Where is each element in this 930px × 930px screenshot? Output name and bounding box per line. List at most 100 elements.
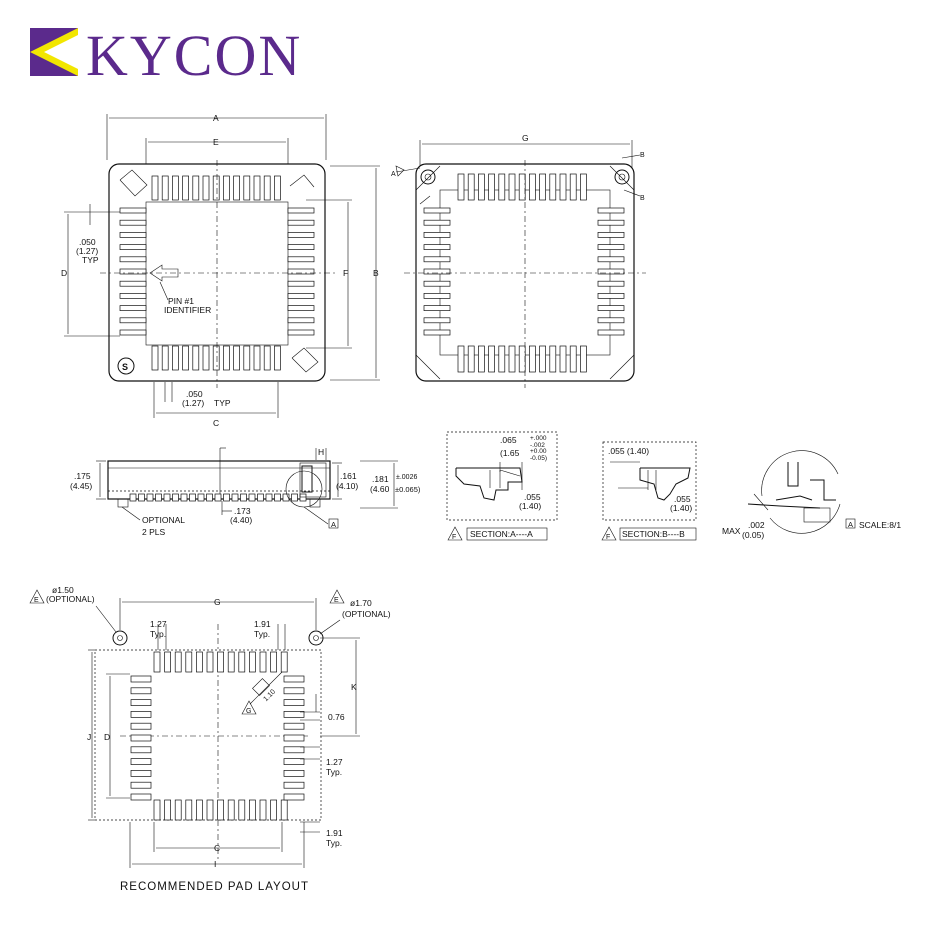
lead-pin (580, 345, 587, 373)
pad-dim-k: K (351, 682, 357, 692)
pad-dim-i: I (214, 859, 216, 869)
lead-pin (223, 493, 230, 502)
lead-pin (287, 244, 315, 250)
solder-pad (196, 651, 203, 673)
solder-pad (130, 675, 152, 683)
sec-a-v1-tol-plus: +.000 (530, 435, 547, 442)
solder-pad (153, 651, 161, 673)
solder-pad (227, 799, 235, 821)
sec-b-v2-in: .055 (674, 494, 691, 504)
pitch2-typ: TYP (214, 398, 231, 408)
solder-pad (283, 722, 305, 730)
lead-pin (597, 293, 625, 299)
height3-tol-mm: ±0.065) (395, 485, 421, 494)
kycon-logo: KYCON (30, 23, 302, 88)
dim-b-label: B (373, 268, 379, 278)
pad-r1: 0.76 (328, 712, 345, 722)
height3-in: .181 (372, 474, 389, 484)
lead-pin (597, 305, 625, 311)
hole-left-opt: (OPTIONAL) (46, 594, 95, 604)
lead-pin (129, 493, 137, 502)
pad-r2-typ: Typ. (326, 767, 342, 777)
section-a-marker: A (391, 171, 396, 178)
lead-pin (202, 345, 210, 371)
lead-pin (498, 345, 506, 373)
height-mm: (4.45) (70, 481, 92, 491)
sec-a-v1-mm-plus: +0.00 (530, 448, 547, 455)
solder-pad (185, 799, 193, 821)
pitch-mm: (1.27) (76, 246, 98, 256)
lead-pin (182, 345, 189, 371)
hole-left-flag: E (34, 597, 39, 604)
solder-pad (130, 711, 152, 718)
logo-text: KYCON (86, 23, 302, 88)
side-view-body (107, 460, 331, 500)
bottom-view-top-pins (457, 173, 587, 201)
lead-pin (597, 280, 625, 287)
lead-pin (423, 293, 451, 299)
solder-pad (283, 699, 305, 706)
lead-pin (423, 256, 451, 263)
solder-pad (280, 651, 288, 673)
solder-pad (259, 651, 267, 673)
lead-pin (423, 268, 451, 275)
pad-hole-left (112, 630, 128, 646)
lead-pin (138, 493, 145, 502)
section-b-marker-1: B (640, 152, 645, 159)
solder-pad (283, 675, 305, 683)
top-view-top-pins (151, 175, 281, 201)
hole-right-flag: E (334, 597, 339, 604)
lead-pin (423, 280, 451, 287)
solder-pad (283, 711, 305, 718)
side-view: OPTIONAL 2 PLS .175 (4.45) .161 (4.10) .… (70, 447, 421, 537)
lead-pin (253, 345, 261, 371)
lead-pin (214, 493, 222, 502)
lead-pin (287, 280, 315, 287)
lead-pin (597, 256, 625, 263)
lead-pin (299, 493, 307, 502)
detail-max-label: MAX (722, 526, 741, 536)
lead-pin (287, 329, 315, 336)
solder-pad (283, 770, 305, 777)
top-view: A E PIN #1 IDENTIFIER S D (61, 113, 380, 428)
solder-pad (130, 758, 152, 765)
lead-pin (274, 493, 281, 502)
lead-pin (119, 280, 147, 287)
solder-pad (270, 799, 277, 821)
sec-a-v1-mm: (1.65 (500, 448, 520, 458)
detail-a-mark: A (848, 520, 853, 529)
width-mm: (4.40) (230, 515, 252, 525)
solder-pad (259, 799, 267, 821)
lead-pin (243, 345, 251, 371)
lead-pin (119, 317, 147, 324)
lead-pin (119, 329, 147, 336)
lead-pin (212, 175, 220, 201)
bottom-view-bottom-pins (457, 345, 587, 373)
sec-a-v1-mm-minus: -0.05) (530, 455, 547, 462)
lead-pin (172, 345, 179, 371)
solder-pad (270, 651, 277, 673)
solder-pad (130, 687, 152, 695)
lead-pin (508, 173, 516, 201)
solder-pad (249, 651, 256, 673)
lead-pin (597, 232, 625, 238)
lead-pin (287, 268, 315, 275)
sec-a-label: SECTION:A----A (470, 529, 533, 539)
lead-pin (467, 173, 475, 201)
pad-r2: 1.27 (326, 757, 343, 767)
solder-pad (217, 799, 224, 821)
lead-pin (274, 345, 281, 371)
lead-pin (265, 493, 273, 502)
lead-pin (248, 493, 256, 502)
detail-max-mm: (0.05) (742, 530, 764, 540)
solder-pad (130, 746, 152, 754)
solder-pad (130, 781, 152, 789)
lead-pin (206, 493, 213, 502)
pad-r3-typ: Typ. (326, 838, 342, 848)
solder-pad (130, 699, 152, 706)
lead-pin (263, 345, 271, 371)
lead-pin (569, 345, 577, 373)
pad-row-top (153, 651, 288, 673)
lead-pin (518, 173, 526, 201)
